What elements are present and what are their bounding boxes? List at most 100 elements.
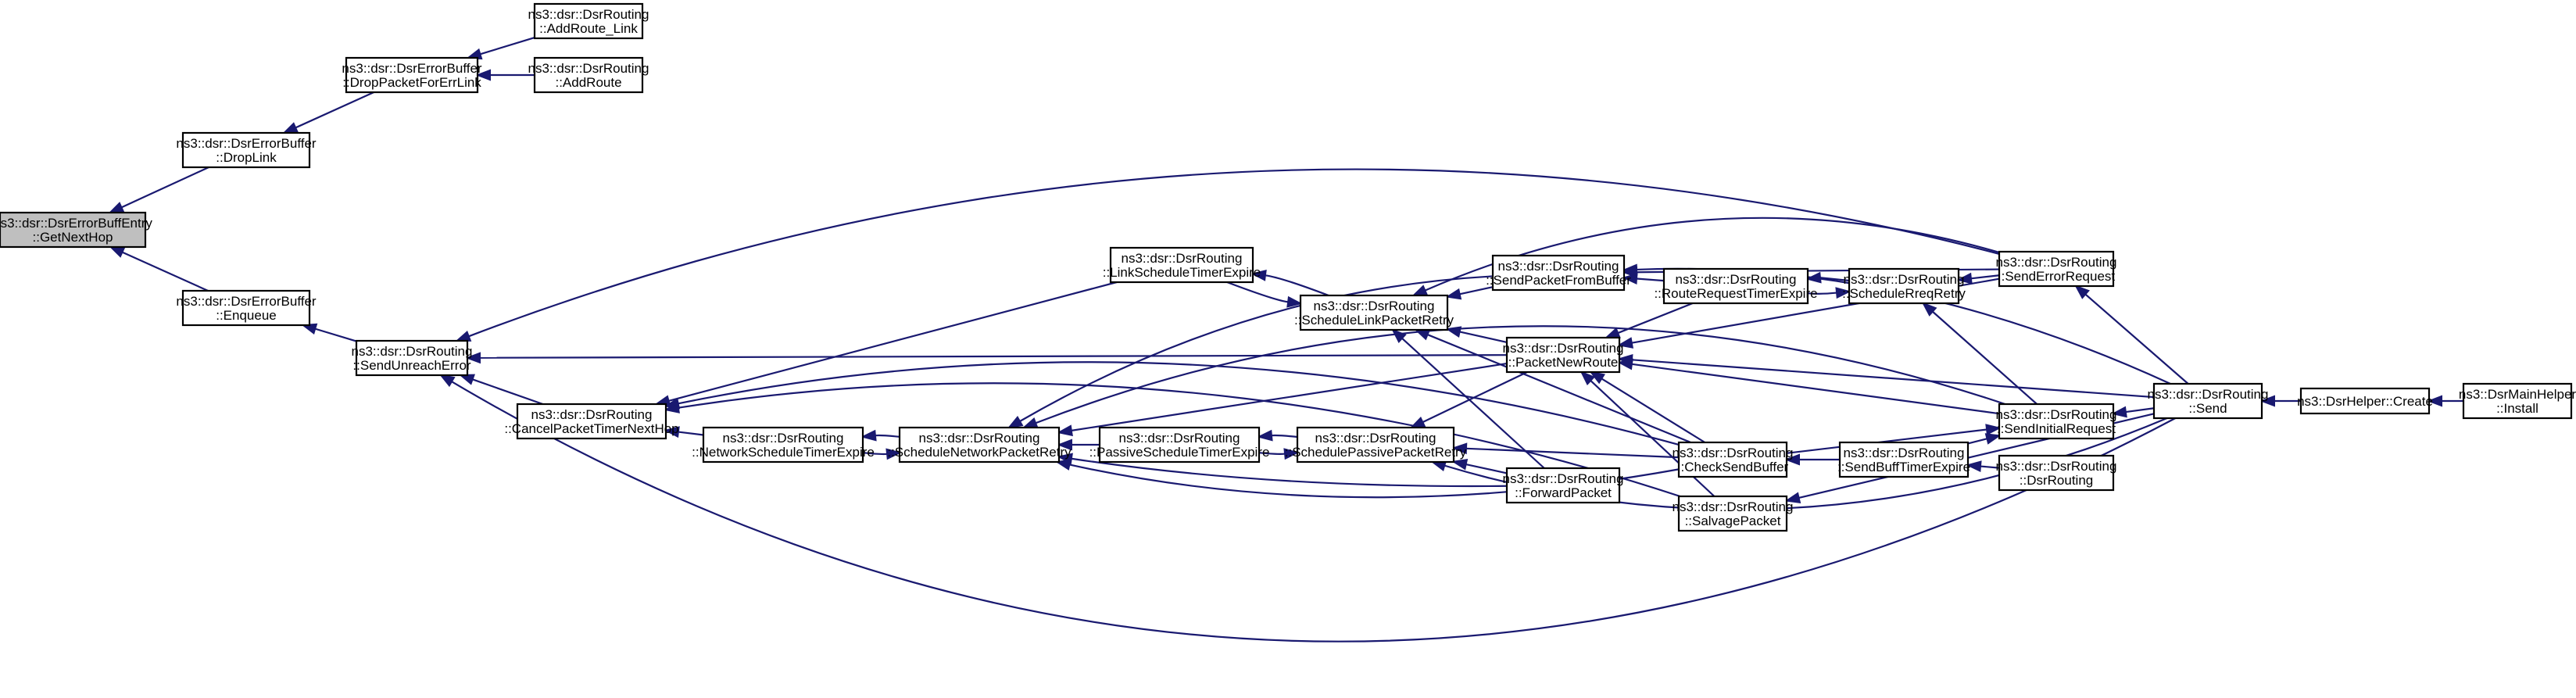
arrowhead-icon	[1604, 327, 1621, 339]
node-label-line: ::AddRoute	[555, 75, 621, 90]
node-schedulenetworkpacketretry[interactable]: ns3::dsr::DsrRouting::ScheduleNetworkPac…	[887, 426, 1072, 464]
edge-line	[678, 431, 704, 436]
edge-line	[1035, 325, 2005, 424]
node-enqueue[interactable]: ns3::dsr::DsrErrorBuffer::Enqueue	[176, 289, 317, 327]
edge-schedulereqretry-to-routerequesttimerexpire	[1805, 271, 1850, 284]
edge-senderrorrequest-to-schedulereqretry	[1956, 272, 2000, 285]
node-sendunreacherror[interactable]: ns3::dsr::DsrRouting::SendUnreachError	[352, 339, 473, 377]
edge-sendinitialrequest-to-schedulereqretry	[1921, 302, 2038, 405]
arrowhead-icon	[1966, 460, 1982, 473]
node-schedulereqretry[interactable]: ns3::dsr::DsrRouting::ScheduleRreqRetry	[1842, 267, 1966, 305]
edge-line	[121, 251, 209, 292]
edge-checksendbuffer-to-packetnewroute	[1589, 370, 1705, 443]
edge-line	[862, 452, 888, 456]
edge-line	[295, 91, 374, 129]
node-routerequesttimerexpire[interactable]: ns3::dsr::DsrRouting::RouteRequestTimerE…	[1654, 267, 1818, 305]
node-label-line: ns3::dsr::DsrRouting	[2148, 387, 2269, 402]
nodes-layer: ns3::dsr::DsrErrorBuffEntry::GetNextHopn…	[0, 2, 2576, 532]
edge-enqueue-to-getnexthop	[109, 245, 209, 292]
node-checksendbuffer[interactable]: ns3::dsr::DsrRouting::CheckSendBuffer	[1673, 441, 1794, 478]
node-install[interactable]: ns3::DsrMainHelper::Install	[2459, 382, 2576, 420]
node-label-line: ::PassiveScheduleTimerExpire	[1089, 445, 1270, 460]
edge-passivescheduletimerexpire-to-schedulepassivepacketretry	[1258, 448, 1300, 460]
arrowhead-icon	[1451, 458, 1469, 471]
edge-addroute-to-droppacketforerrlink	[475, 69, 535, 81]
edge-line	[2084, 293, 2189, 385]
node-passivescheduletimerexpire[interactable]: ns3::dsr::DsrRouting::PassiveScheduleTim…	[1089, 426, 1270, 464]
node-label-line: ns3::dsr::DsrRouting	[1996, 255, 2117, 270]
node-label-line: ns3::dsr::DsrRouting	[1503, 341, 1624, 356]
arrowhead-icon	[2111, 406, 2127, 418]
arrowhead-icon	[664, 426, 680, 438]
node-label-line: ns3::dsr::DsrRouting	[723, 431, 844, 446]
node-salvagepacket[interactable]: ns3::dsr::DsrRouting::SalvagePacket	[1673, 495, 1794, 532]
node-create[interactable]: ns3::DsrHelper::Create	[2297, 387, 2433, 415]
arrowhead-icon	[1390, 328, 1407, 343]
node-schedulepassivepacketretry[interactable]: ns3::dsr::DsrRouting::SchedulePassivePac…	[1285, 426, 1467, 464]
arrowhead-icon	[1411, 285, 1429, 297]
node-sendinitialrequest[interactable]: ns3::dsr::DsrRouting::SendInitialRequest	[1996, 403, 2117, 440]
node-label-line: ns3::dsr::DsrErrorBuffer	[176, 136, 317, 151]
node-box	[1677, 441, 1788, 478]
edge-line	[875, 434, 900, 438]
node-label-line: ::ScheduleRreqRetry	[1842, 286, 1966, 301]
node-packetnewroute[interactable]: ns3::dsr::DsrRouting::PacketNewRoute	[1503, 336, 1624, 374]
node-box	[1296, 426, 1455, 464]
node-send[interactable]: ns3::dsr::DsrRouting::Send	[2148, 382, 2269, 420]
edge-schedulenetworkpacketretry-to-networkscheduletimerexpire	[860, 429, 900, 442]
node-label-line: ns3::dsr::DsrRouting	[1314, 299, 1435, 313]
edge-droppacketforerrlink-to-droplink	[281, 91, 374, 134]
node-sendbufftimerexpire[interactable]: ns3::dsr::DsrRouting::SendBuffTimerExpir…	[1837, 441, 1970, 478]
edge-routerequesttimerexpire-to-packetnewroute	[1604, 302, 1694, 339]
node-forwardpacket[interactable]: ns3::dsr::DsrRouting::ForwardPacket	[1503, 467, 1624, 504]
node-cancelpackettimernexthop[interactable]: ns3::dsr::DsrRouting::CancelPacketTimerN…	[504, 403, 679, 440]
node-senderrorrequest[interactable]: ns3::dsr::DsrRouting::SendErrorRequest	[1996, 250, 2117, 288]
edge-sendunreacherror-to-enqueue	[301, 323, 357, 342]
node-box	[1998, 250, 2115, 288]
edge-line	[1601, 378, 1705, 443]
node-label-line: ns3::dsr::DsrRouting	[1503, 471, 1624, 486]
edge-networkscheduletimerexpire-to-schedulenetworkpacketretry	[862, 448, 902, 460]
arrowhead-icon	[1956, 272, 1973, 285]
edge-line	[1932, 310, 2038, 405]
edge-schedulepassivepacketretry-to-passivescheduletimerexpire	[1257, 429, 1298, 442]
node-box	[533, 2, 644, 40]
node-box	[1838, 441, 1970, 478]
arrowhead-icon	[1286, 295, 1303, 308]
node-networkscheduletimerexpire[interactable]: ns3::dsr::DsrRouting::NetworkScheduleTim…	[692, 426, 875, 464]
edge-line	[1636, 277, 1665, 282]
arrowhead-icon	[664, 402, 680, 413]
edge-schedulelinkpacketretry-to-linkscheduletimerexpire	[1250, 270, 1329, 297]
arrowhead-icon	[1409, 416, 1426, 429]
edge-routerequesttimerexpire-to-schedulereqretry	[1807, 287, 1852, 299]
edge-line	[1786, 428, 1987, 454]
edge-create-to-send	[2259, 395, 2301, 407]
node-droppacketforerrlink[interactable]: ns3::dsr::DsrErrorBuffer::DropPacketForE…	[342, 56, 482, 94]
edge-line	[1459, 331, 1508, 344]
node-addroute_link[interactable]: ns3::dsr::DsrRouting::AddRoute_Link	[528, 2, 649, 40]
node-linkscheduletimerexpire[interactable]: ns3::dsr::DsrRouting::LinkScheduleTimerE…	[1103, 246, 1261, 284]
node-droplink[interactable]: ns3::dsr::DsrErrorBuffer::DropLink	[176, 131, 317, 169]
node-schedulelinkpacketretry[interactable]: ns3::dsr::DsrRouting::ScheduleLinkPacket…	[1294, 294, 1454, 331]
arrowhead-icon	[1784, 453, 1800, 466]
edge-packetnewroute-to-schedulenetworkpacketretry	[1057, 362, 1508, 437]
arrowhead-icon	[1257, 429, 1273, 442]
node-label-line: ::PacketNewRoute	[1508, 355, 1619, 370]
node-box	[181, 131, 311, 169]
arrowhead-icon	[1414, 328, 1431, 341]
edge-packetnewroute-to-sendunreacherror	[465, 352, 1508, 364]
arrowhead-icon	[2074, 285, 2090, 299]
node-addroute[interactable]: ns3::dsr::DsrRouting::AddRoute	[528, 56, 649, 94]
node-label-line: ::DsrRouting	[2020, 473, 2093, 488]
arrowhead-icon	[1054, 459, 1072, 471]
node-dsrrouting[interactable]: ns3::dsr::DsrRouting::DsrRouting	[1996, 454, 2117, 492]
node-sendpacketfrombuffer[interactable]: ns3::dsr::DsrRouting::SendPacketFromBuff…	[1486, 254, 1631, 292]
arrowhead-icon	[1007, 416, 1024, 429]
edge-line	[668, 281, 1118, 402]
edge-line	[451, 381, 2176, 643]
node-box	[1098, 426, 1261, 464]
node-label-line: ns3::DsrHelper::Create	[2297, 394, 2433, 409]
node-label-line: ns3::dsr::DsrRouting	[1844, 446, 1965, 460]
node-label-line: ::ForwardPacket	[1515, 485, 1612, 500]
